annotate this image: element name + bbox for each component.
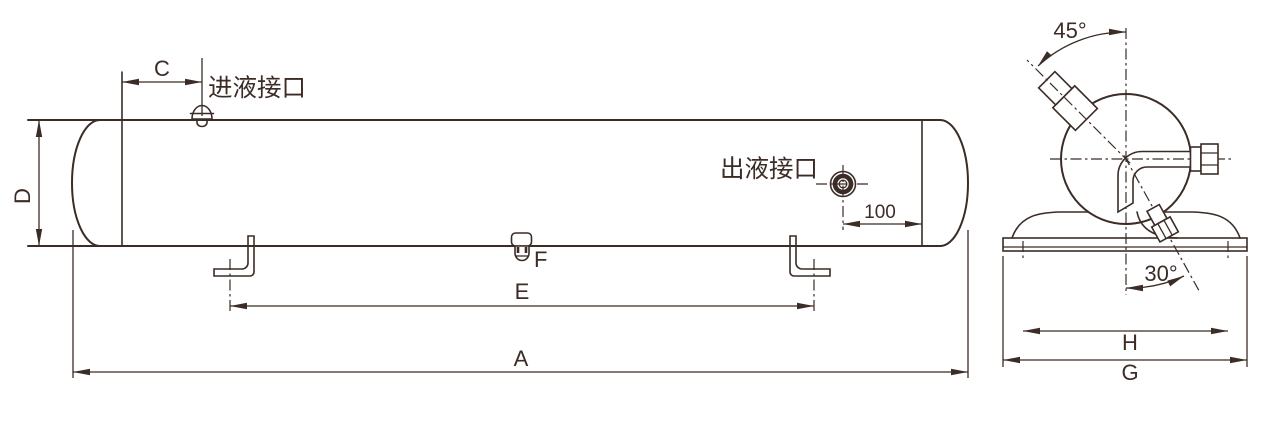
arrowhead [73, 368, 90, 376]
saddle-left-wing [1011, 211, 1089, 239]
arrowhead [230, 302, 247, 310]
arrowhead [1167, 276, 1184, 287]
arrowhead [1109, 28, 1126, 36]
drain-bolt-head [1150, 215, 1180, 244]
dim-label-30: 30° [1144, 261, 1177, 286]
dimension-h: H [1023, 327, 1228, 355]
dim-label-45: 45° [1053, 18, 1086, 43]
arrowhead [1230, 356, 1247, 364]
saddle-base-plate [1002, 237, 1248, 252]
outlet-port-label: 出液接口 [720, 155, 818, 183]
dim-label-c: C [154, 56, 170, 81]
arrowhead [1003, 356, 1020, 364]
left-foot-bracket [213, 235, 255, 313]
saddle-support [1002, 211, 1248, 258]
pipe-axis-line [1026, 59, 1131, 164]
arrowhead [797, 302, 814, 310]
saddle-right-wing [1163, 211, 1241, 239]
arrowhead [951, 368, 968, 376]
dim-label-f: F [534, 247, 547, 272]
side-view: C 进液接口 D 出液接口 100 [10, 56, 969, 378]
arrowhead [1211, 327, 1228, 335]
inlet-pipe-45 [1026, 59, 1131, 164]
arrowhead [185, 78, 202, 86]
dim-label-e: E [515, 279, 530, 304]
dim-label-a: A [514, 346, 529, 371]
arrowhead [1023, 327, 1040, 335]
drain-bolt-30 [1145, 203, 1180, 244]
inlet-neck [196, 119, 208, 128]
dimension-e: E [230, 279, 814, 310]
drain-bolt-hex-line [1163, 219, 1173, 236]
fitting-flange [1189, 146, 1202, 172]
tank-right-cap [939, 119, 969, 247]
outlet-port-fitting [816, 165, 870, 230]
arrowhead [35, 120, 43, 137]
outlet-fitting-side [1189, 143, 1219, 175]
dimension-a: A [72, 230, 969, 378]
dim-label-g: G [1121, 360, 1138, 385]
arrowhead [905, 220, 922, 228]
tank-outline [27, 71, 969, 247]
dimension-d: D [10, 120, 43, 246]
dimension-30deg: 30° [1125, 261, 1185, 292]
drain-bolt-hex-line [1157, 223, 1167, 239]
dim-label-h: H [1122, 330, 1138, 355]
arrowhead [1038, 51, 1052, 66]
tank-left-cap [71, 119, 101, 247]
dimension-100: 100 [843, 202, 922, 228]
dimension-45deg: 45° [1037, 18, 1127, 67]
arrowhead [122, 78, 139, 86]
arrowhead [843, 220, 860, 228]
arrowhead [35, 229, 43, 246]
right-foot-bracket [789, 235, 831, 313]
inlet-port-label: 进液接口 [208, 74, 306, 102]
drain-cap [510, 232, 533, 247]
fitting-hex [1200, 143, 1219, 175]
dim-label-100: 100 [864, 202, 896, 223]
internal-dip-tube [1117, 150, 1191, 214]
end-view: 45° 30° H G [1002, 18, 1248, 385]
dimension-g: G [1002, 256, 1248, 385]
right-bracket-outline [789, 235, 831, 277]
dimension-c: C [122, 56, 203, 116]
left-bracket-outline [213, 235, 255, 277]
dim-label-d: D [10, 188, 35, 204]
arrowhead [1126, 284, 1143, 292]
drain-fitting-f [510, 232, 533, 262]
